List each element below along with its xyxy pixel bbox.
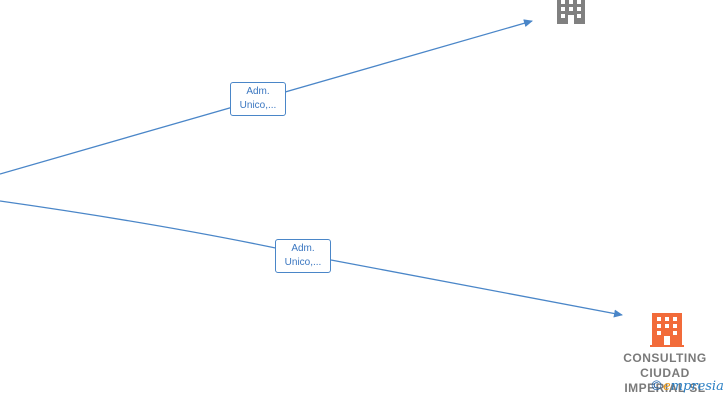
edge-label-line: Unico,... xyxy=(284,257,322,268)
brand-watermark: ©empresia xyxy=(650,379,724,394)
building-icon[interactable] xyxy=(650,313,684,347)
edge-label-line: Adm. xyxy=(291,243,315,254)
company-node-label[interactable]: CONSULTING CIUDAD IMPERIAL SL xyxy=(610,351,720,396)
company-name-line: CONSULTING xyxy=(623,351,707,365)
edge-label-2[interactable]: Adm. Unico,... xyxy=(275,239,331,273)
edge-label-line: Unico,... xyxy=(239,100,277,111)
company-name-line: IMPERIAL SL xyxy=(624,381,706,395)
edge-label-1[interactable]: Adm. Unico,... xyxy=(230,82,286,116)
brand-name-text: mpresia xyxy=(670,379,724,394)
company-name-line: CIUDAD xyxy=(640,366,690,380)
copyright-symbol: © xyxy=(650,379,663,394)
edge-label-line: Adm. xyxy=(246,86,270,97)
building-icon[interactable] xyxy=(557,0,585,24)
brand-accent-letter: e xyxy=(663,379,671,394)
